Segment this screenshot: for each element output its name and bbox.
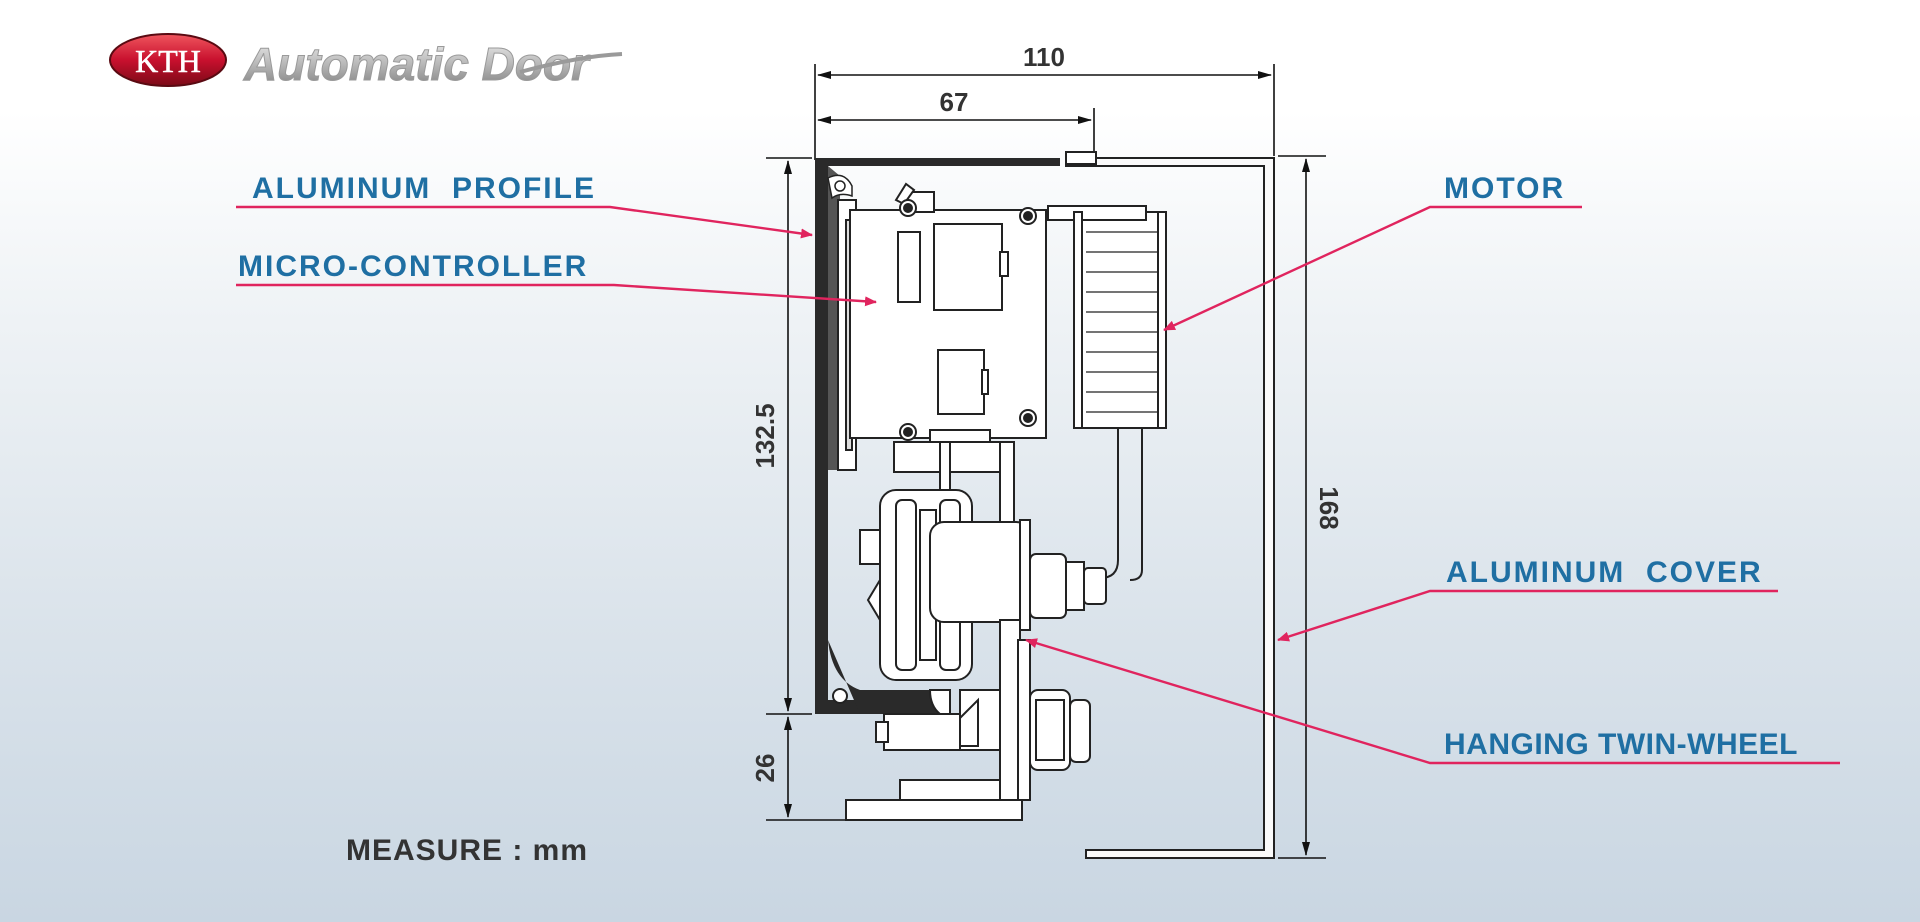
logo-wordmark: Automatic Door (243, 38, 591, 90)
label-hanging-twin-wheel: HANGING TWIN-WHEEL (1444, 728, 1798, 761)
dim-label-26: 26 (750, 754, 780, 783)
label-motor: MOTOR (1444, 172, 1565, 205)
measure-unit-note: MEASURE : mm (346, 834, 588, 867)
leader-hanging-twin-wheel (1025, 638, 1840, 765)
logo-swoosh (519, 52, 623, 74)
dim-label-132-5: 132.5 (750, 403, 780, 468)
label-aluminum-cover: ALUMINUM COVER (1446, 556, 1763, 589)
logo-badge-text: KTH (135, 43, 201, 79)
leader-micro-controller (236, 283, 877, 307)
leader-motor (1163, 205, 1582, 332)
label-micro-controller: MICRO-CONTROLLER (238, 250, 588, 283)
logo-badge (109, 33, 227, 87)
leader-aluminum-profile (236, 205, 813, 239)
dimensions (766, 64, 1326, 859)
callout-leaders (236, 205, 1840, 765)
mechanism-drawing (837, 182, 1167, 821)
label-aluminum-profile: ALUMINUM PROFILE (252, 172, 596, 205)
dim-label-67: 67 (940, 87, 969, 117)
leader-aluminum-cover (1277, 589, 1778, 642)
aluminum-cover-drawing (1065, 157, 1275, 859)
logo: KTH Automatic Door (109, 33, 623, 91)
dim-label-110: 110 (1023, 42, 1065, 72)
motor-pulley (1077, 211, 1163, 429)
dim-label-168: 168 (1314, 486, 1344, 529)
